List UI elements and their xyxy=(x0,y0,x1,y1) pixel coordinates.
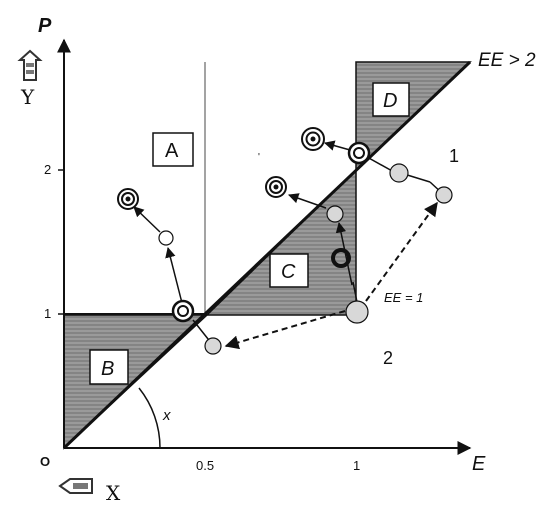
top-traj-target-core xyxy=(310,136,316,142)
y-legend-label: Y xyxy=(20,85,35,109)
top-traj-point-2 xyxy=(389,163,409,183)
svg-text:A: A xyxy=(165,140,179,162)
origin-label: O xyxy=(40,454,50,469)
angle-arc xyxy=(138,387,161,449)
home-up-icon xyxy=(17,49,43,81)
dashed-arrow-left xyxy=(224,310,346,350)
left-traj-arrow-1 xyxy=(165,246,183,304)
svg-text:C: C xyxy=(281,261,296,283)
left-traj-point-2-core xyxy=(177,305,189,317)
top-traj-ring-core xyxy=(353,147,365,159)
home-side-icon xyxy=(58,478,93,494)
svg-text:B: B xyxy=(101,358,114,380)
ee-eq-1-label: EE = 1 xyxy=(384,290,423,305)
y-tick-label-1: 1 xyxy=(44,306,51,321)
diagonal-line xyxy=(62,60,472,450)
region-c-label: C xyxy=(269,253,309,288)
top-traj-seg-3 xyxy=(366,156,395,173)
left-traj-target-core xyxy=(125,196,131,202)
x-tick-label-1: 1 xyxy=(353,458,360,473)
zone-1-label: 1 xyxy=(449,146,459,166)
left-traj-point-3 xyxy=(158,230,174,246)
y-tick-label-2: 2 xyxy=(44,162,51,177)
ee-gt-2-label: EE > 2 xyxy=(478,50,536,71)
top-traj-arrow xyxy=(323,140,351,151)
right-traj-target-core xyxy=(273,184,279,190)
right-traj-bold-ring xyxy=(331,248,351,268)
region-b-label: B xyxy=(89,349,129,385)
right-traj-point-2 xyxy=(326,205,344,223)
top-traj-seg-2 xyxy=(403,173,431,183)
angle-symbol: x xyxy=(162,407,171,424)
dashed-arrow-up xyxy=(365,201,438,302)
stray-mark: ' xyxy=(258,152,260,163)
zone-2-label: 2 xyxy=(383,348,393,368)
region-a-label: A xyxy=(152,132,194,167)
right-traj-arrow-2 xyxy=(288,193,327,209)
right-traj-start-point xyxy=(345,300,369,324)
left-traj-arrow-2 xyxy=(133,206,161,233)
right-traj-seg-1 xyxy=(352,281,358,303)
x-axis-letter: E xyxy=(472,453,486,475)
left-traj-point-1 xyxy=(204,337,222,355)
region-d-label: D xyxy=(372,82,410,117)
svg-text:D: D xyxy=(383,90,397,112)
top-traj-point-1 xyxy=(435,186,453,204)
y-axis-letter: P xyxy=(38,15,52,37)
x-legend-label: X xyxy=(106,481,121,505)
x-tick-label-05: 0.5 xyxy=(196,458,214,473)
